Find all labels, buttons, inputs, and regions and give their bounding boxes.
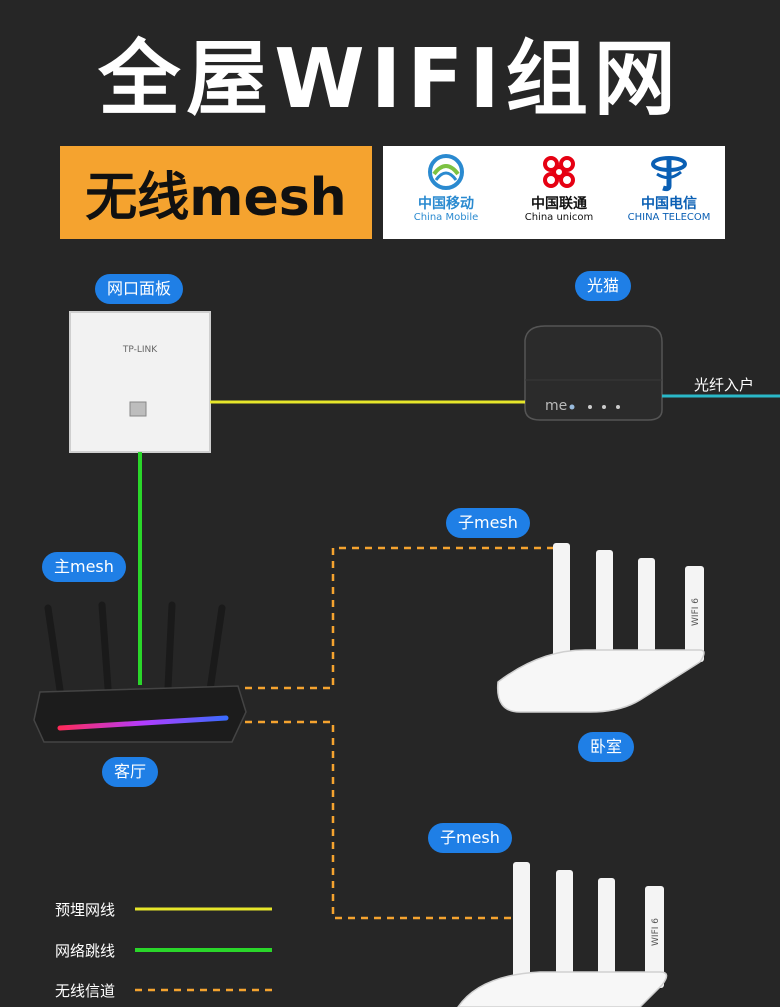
isp-logos-panel: 中国移动 China Mobile 中国联通 China unicom 中国电信…: [383, 146, 725, 239]
modem-led-icon: [569, 404, 575, 410]
main-mesh-label: 主mesh: [42, 552, 126, 582]
router-badge-2: WIFI 6: [651, 918, 661, 946]
antenna-icon: [598, 878, 615, 988]
sub-mesh-label-2: 子mesh: [428, 823, 512, 853]
china-unicom-logo: 中国联通 China unicom: [511, 152, 607, 224]
antenna-icon: [645, 886, 664, 988]
china-mobile-logo: 中国移动 China Mobile: [401, 152, 491, 224]
modem-label: 光猫: [575, 271, 632, 301]
bedroom-router: WIFI 6: [496, 543, 705, 713]
antenna-icon: [553, 543, 570, 661]
router-badge: WIFI 6: [691, 598, 701, 626]
modem-led-icon: [616, 405, 620, 409]
china-telecom-en: CHINA TELECOM: [627, 212, 711, 223]
page-title: 全屋WIFI组网: [98, 32, 682, 127]
china-unicom-en: China unicom: [524, 212, 594, 223]
modem-brand: me: [545, 398, 567, 414]
china-mobile-icon: [428, 154, 464, 190]
living-room-label: 客厅: [102, 757, 159, 787]
china-telecom-icon: [651, 156, 687, 192]
sub-mesh-label-1: 子mesh: [446, 508, 530, 538]
antenna-icon: [596, 550, 613, 662]
china-unicom-zh: 中国联通: [531, 196, 587, 212]
sub-router-second: WIFI 6: [457, 862, 668, 1007]
fiber-label: 光纤入户: [694, 376, 755, 394]
china-telecom-zh: 中国电信: [641, 196, 697, 212]
antenna-icon: [206, 604, 226, 694]
antenna-icon: [685, 566, 704, 662]
china-telecom-logo: 中国电信 CHINA TELECOM: [621, 152, 717, 224]
panel-label: 网口面板: [95, 274, 184, 304]
china-mobile-en: China Mobile: [413, 212, 479, 223]
mesh-banner: 无线mesh: [60, 146, 372, 239]
panel-brand: TP-LINK: [122, 345, 158, 355]
rgb-light-strip: [57, 715, 229, 731]
wall-panel: TP-LINK: [69, 311, 211, 453]
wireless-channel-line-bedroom: [245, 546, 555, 690]
antenna-icon: [638, 558, 655, 662]
antenna-icon: [164, 601, 176, 692]
antenna-icon: [98, 601, 112, 692]
optical-modem: me: [524, 325, 663, 421]
main-router: [33, 601, 247, 743]
modem-led-icon: [588, 405, 592, 409]
antenna-icon: [44, 604, 64, 694]
china-mobile-zh: 中国移动: [418, 196, 474, 212]
wireless-channel-line-second: [245, 720, 520, 920]
modem-led-icon: [602, 405, 606, 409]
china-unicom-icon: [543, 156, 575, 188]
legend-wireless-channel: 无线信道: [55, 982, 116, 1000]
antenna-icon: [513, 862, 530, 987]
antenna-icon: [556, 870, 573, 988]
bedroom-label: 卧室: [578, 732, 635, 762]
legend-buried-cable: 预埋网线: [55, 901, 116, 919]
legend-patch-cable: 网络跳线: [55, 942, 116, 960]
ethernet-port-icon: [129, 401, 147, 417]
